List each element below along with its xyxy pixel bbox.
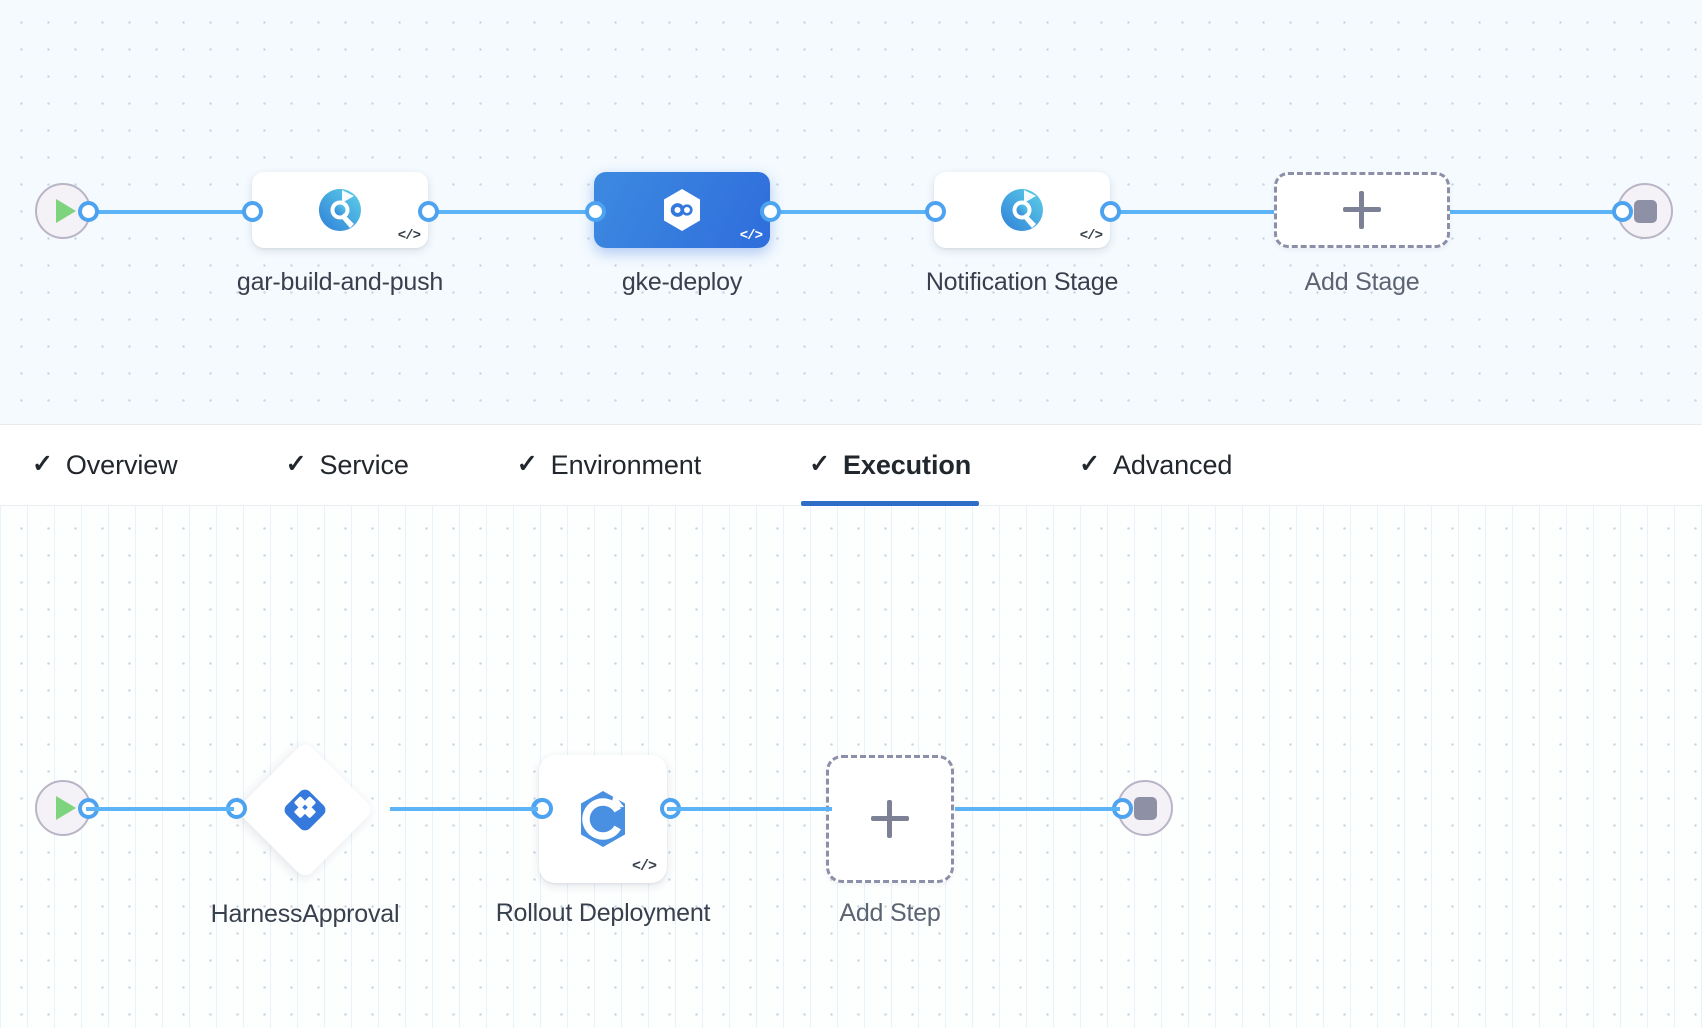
edge-stage2-to-stage3 xyxy=(767,210,932,214)
port-stage1-out[interactable] xyxy=(418,201,439,222)
plus-icon xyxy=(871,800,909,838)
check-icon: ✓ xyxy=(809,449,830,478)
code-badge: </> xyxy=(397,228,421,244)
port-stage1-in[interactable] xyxy=(242,201,263,222)
tab-label: Overview xyxy=(65,449,178,480)
code-badge: </> xyxy=(1079,228,1103,244)
port-start-out[interactable] xyxy=(78,201,99,222)
step-card[interactable]: </> xyxy=(539,755,667,883)
stage-card-selected[interactable]: </> xyxy=(594,172,770,248)
play-icon xyxy=(56,199,76,223)
stage-card[interactable]: </> xyxy=(934,172,1110,248)
stop-icon xyxy=(1633,199,1657,223)
tab-service[interactable]: ✓ Service xyxy=(280,425,415,506)
edge-start-to-step1 xyxy=(86,807,234,811)
check-icon: ✓ xyxy=(32,449,53,478)
tab-advanced[interactable]: ✓ Advanced xyxy=(1073,425,1238,506)
edge-addstage-to-end xyxy=(1447,210,1620,214)
port-stage2-in[interactable] xyxy=(585,201,606,222)
check-icon: ✓ xyxy=(1079,449,1100,478)
harness-approval-diamond-icon xyxy=(284,789,326,831)
add-stage-label: Add Stage xyxy=(1304,268,1420,296)
code-badge: </> xyxy=(739,228,763,244)
plus-icon xyxy=(1343,191,1381,229)
kubernetes-rollout-icon xyxy=(581,791,625,847)
harness-approval-diamond-icon-wrap xyxy=(277,782,333,838)
stage-card[interactable]: </> xyxy=(252,172,428,248)
tab-execution[interactable]: ✓ Execution xyxy=(801,425,980,506)
step-node-rollout-deployment[interactable]: </> Rollout Deployment xyxy=(496,755,710,927)
edge-addstep-to-end xyxy=(955,807,1120,811)
step-label: HarnessApproval xyxy=(210,900,400,928)
tab-overview[interactable]: ✓ Overview xyxy=(26,425,184,506)
harness-ci-icon xyxy=(318,189,361,231)
stage-label: gar-build-and-push xyxy=(236,268,444,296)
port-stage3-out[interactable] xyxy=(1100,201,1121,222)
stop-icon xyxy=(1133,796,1157,820)
port-stage2-out[interactable] xyxy=(760,201,781,222)
stage-node-notification-stage[interactable]: </> Notification Stage xyxy=(926,172,1118,296)
harness-cd-hexagon-icon xyxy=(664,189,700,231)
add-step-button[interactable] xyxy=(826,755,954,883)
canvas-divider xyxy=(0,424,1702,425)
tab-label: Advanced xyxy=(1113,449,1233,480)
stage-node-gar-build-and-push[interactable]: </> gar-build-and-push xyxy=(237,172,443,296)
tab-label: Execution xyxy=(843,449,972,480)
add-stage-button[interactable] xyxy=(1274,172,1450,248)
execution-steps-canvas[interactable]: HarnessApproval </> Rollout Deployment xyxy=(0,506,1702,1028)
add-step-label: Add Step xyxy=(839,899,941,927)
edge-stage3-to-addstage xyxy=(1104,210,1277,214)
port-end-in[interactable] xyxy=(1612,201,1633,222)
code-badge: </> xyxy=(631,858,657,875)
tab-label: Environment xyxy=(550,449,702,480)
edge-start-to-stage1 xyxy=(86,210,263,214)
stages-canvas[interactable]: </> gar-build-and-push </> gke-deploy xyxy=(0,0,1702,424)
tab-environment[interactable]: ✓ Environment xyxy=(511,425,707,506)
step-label: Rollout Deployment xyxy=(495,899,711,927)
tab-label: Service xyxy=(319,449,409,480)
harness-ci-icon xyxy=(1000,189,1043,231)
play-icon xyxy=(56,796,76,820)
add-stage-node[interactable]: Add Stage xyxy=(1274,172,1450,296)
edge-stage1-to-stage2 xyxy=(425,210,595,214)
edge-step2-to-addstep xyxy=(667,807,832,811)
stage-label: gke-deploy xyxy=(621,268,743,296)
port-stage3-in[interactable] xyxy=(925,201,946,222)
check-icon: ✓ xyxy=(285,449,307,478)
stage-config-tabs: ✓ Overview ✓ Service ✓ Environment ✓ Exe… xyxy=(0,425,1702,506)
stage-label: Notification Stage xyxy=(925,268,1119,296)
check-icon: ✓ xyxy=(516,449,538,478)
stage-node-gke-deploy[interactable]: </> gke-deploy xyxy=(594,172,770,296)
edge-step1-to-step2 xyxy=(390,807,538,811)
add-step-node[interactable]: Add Step xyxy=(826,755,954,927)
pipeline-end-node[interactable] xyxy=(1617,183,1673,239)
